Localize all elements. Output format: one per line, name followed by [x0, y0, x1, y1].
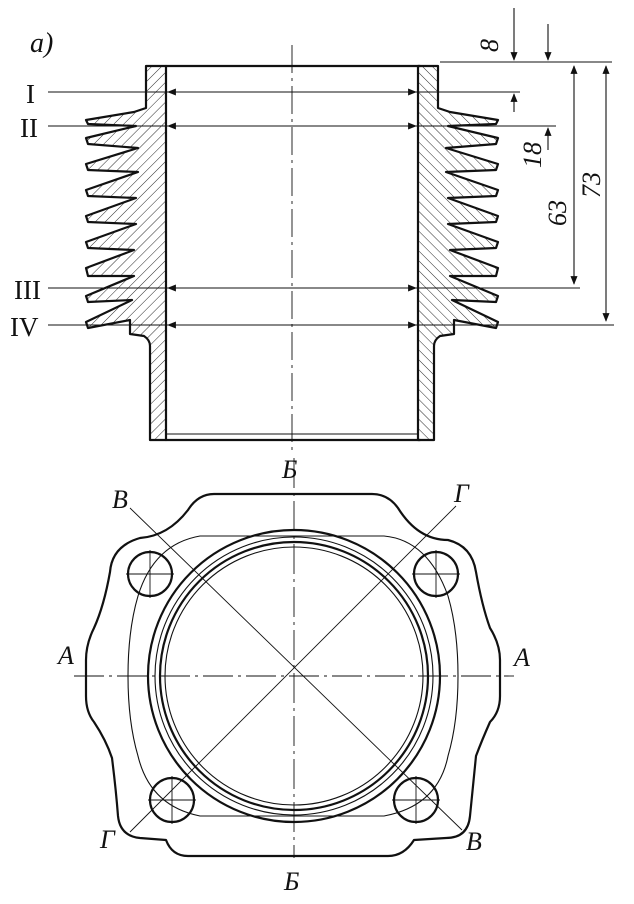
label-a-left: A: [56, 641, 74, 670]
section-label-2: II: [20, 113, 38, 143]
dim-label-18: 18: [518, 142, 547, 168]
section-label-3: III: [14, 275, 41, 305]
label-g-bottom: Г: [99, 825, 116, 854]
flange-outline: [84, 492, 502, 858]
dim-label-63: 63: [543, 200, 572, 226]
flange-plan-view: В Г A A Г В Б: [56, 458, 530, 896]
figure-label: a): [30, 28, 53, 59]
label-v-top: В: [112, 485, 128, 514]
dim-label-8: 8: [475, 39, 504, 52]
section-label-1: I: [26, 79, 35, 109]
label-g-top: Г: [453, 479, 470, 508]
left-wall-section: [84, 64, 168, 442]
cylinder-section-view: a) I II III IV 8 18 63 73 Б: [10, 8, 614, 484]
dim-label-73: 73: [577, 172, 606, 198]
axis-g-g: [129, 505, 457, 833]
label-v-bottom: В: [466, 827, 482, 856]
section-label-4: IV: [10, 312, 39, 342]
label-b-bottom: Б: [283, 867, 299, 896]
right-wall-section: [416, 64, 500, 442]
flange-inner-contour: [127, 535, 459, 817]
label-a-right: A: [512, 643, 530, 672]
label-b-top: Б: [281, 455, 297, 484]
axis-v-v: [129, 507, 463, 831]
